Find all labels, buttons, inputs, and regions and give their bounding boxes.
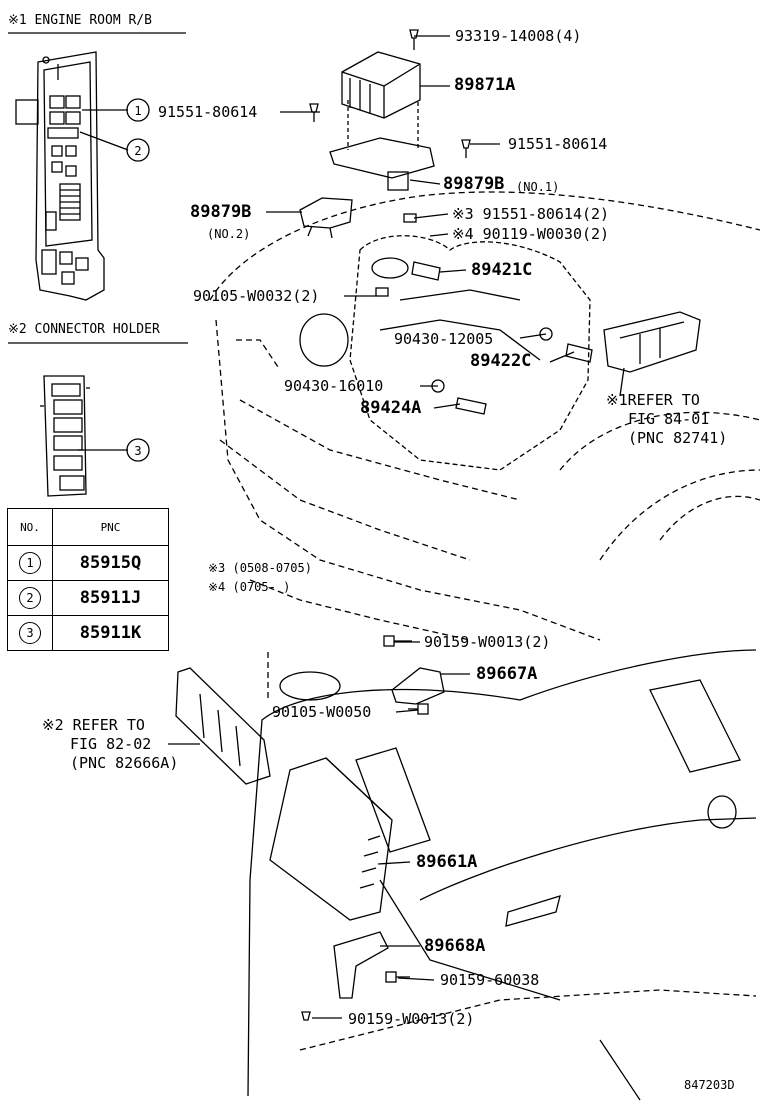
row-pnc: 85915Q xyxy=(52,545,169,581)
connector-holder-drawing xyxy=(40,375,90,497)
vehicle-front-outline xyxy=(209,191,760,641)
callout-circle-2 xyxy=(126,138,150,162)
note-3: ※3 (0508-0705) xyxy=(208,561,312,575)
note-connector-holder: ※2 CONNECTOR HOLDER xyxy=(8,322,160,337)
callout-circle-3 xyxy=(126,438,150,462)
refer-fig-82-02-line2: FIG 82-02 xyxy=(70,735,152,753)
pnc-table-header: NO. PNC xyxy=(7,508,169,546)
fuse-block-right xyxy=(603,311,701,373)
callout-circle-1 xyxy=(126,98,150,122)
connector-holder-lower xyxy=(175,667,271,785)
callout-1: 1 xyxy=(134,104,142,118)
part-89879b-no2-note: (NO.2) xyxy=(207,227,251,241)
note-4: ※4 (0705- ) xyxy=(208,580,291,594)
part-89879b-no1-note: (NO.1) xyxy=(516,180,560,194)
row-pnc: 85911J xyxy=(52,580,169,616)
part-91551-80614-b: 91551-80614 xyxy=(508,135,608,153)
engine-room-relay-block xyxy=(15,51,105,301)
bracket-89668a-drawing xyxy=(333,931,389,999)
refer-fig-82-02-line1: ※2 REFER TO xyxy=(42,716,145,734)
dashboard-outline xyxy=(247,649,757,1101)
ecu-89661a-drawing xyxy=(269,757,393,921)
bracket-89667a-drawing xyxy=(391,667,445,705)
note-engine-room-rb: ※1 ENGINE ROOM R/B xyxy=(8,13,152,28)
part-89421c: 89421C xyxy=(471,260,533,280)
part-90159-60038: 90159-60038 xyxy=(440,971,540,989)
part-93319-14008: 93319-14008(4) xyxy=(455,27,582,45)
bracket-89879b-no2 xyxy=(299,197,353,239)
part-90105-w0032: 90105-W0032(2) xyxy=(193,287,320,305)
part-90430-16010: 90430-16010 xyxy=(284,377,384,395)
part-90119-w0030: ※4 90119-W0030(2) xyxy=(452,225,610,243)
part-89879b-no1: 89879B xyxy=(443,174,505,194)
col-pnc-header: PNC xyxy=(52,508,169,546)
part-89667a: 89667A xyxy=(476,664,538,684)
refer-fig-84-01-line2: FIG 84-01 xyxy=(628,410,710,428)
leader-lines xyxy=(168,35,625,1019)
part-89424a: 89424A xyxy=(360,398,422,418)
figure-id: 847203D xyxy=(684,1078,735,1092)
refer-fig-84-01-line3: (PNC 82741) xyxy=(628,429,728,447)
col-no-header: NO. xyxy=(7,508,53,546)
relay-89871a-drawing xyxy=(341,51,421,119)
leader-2 xyxy=(79,131,129,151)
callout-3: 3 xyxy=(134,444,142,458)
part-91551-80614-c: ※3 91551-80614(2) xyxy=(452,205,610,223)
row-pnc: 85911K xyxy=(52,615,169,651)
engine-drawing xyxy=(299,235,593,471)
part-91551-80614-a: 91551-80614 xyxy=(158,103,258,121)
bolt-icons xyxy=(301,29,471,1021)
row-number: 1 xyxy=(19,552,41,574)
table-row: 3 85911K xyxy=(7,615,169,651)
part-89661a: 89661A xyxy=(416,852,478,872)
refer-fig-84-01-line1: ※1REFER TO xyxy=(606,391,700,409)
table-row: 2 85911J xyxy=(7,580,169,616)
row-number: 2 xyxy=(19,587,41,609)
part-89871a: 89871A xyxy=(454,75,516,95)
part-90105-w0050: 90105-W0050 xyxy=(272,703,372,721)
part-90430-12005: 90430-12005 xyxy=(394,330,494,348)
bracket-89879b-no1 xyxy=(329,100,435,191)
table-row: 1 85915Q xyxy=(7,545,169,581)
pnc-table: NO. PNC 1 85915Q 2 85911J 3 85911K xyxy=(7,508,169,651)
part-89879b-no2: 89879B xyxy=(190,202,252,222)
part-89422c: 89422C xyxy=(470,351,532,371)
row-number: 3 xyxy=(19,622,41,644)
part-90159-w0013-b: 90159-W0013(2) xyxy=(348,1010,475,1028)
part-90159-w0013-a: 90159-W0013(2) xyxy=(424,633,551,651)
refer-fig-82-02-line3: (PNC 82666A) xyxy=(70,754,179,772)
part-89668a: 89668A xyxy=(424,936,486,956)
callout-2: 2 xyxy=(134,144,142,158)
